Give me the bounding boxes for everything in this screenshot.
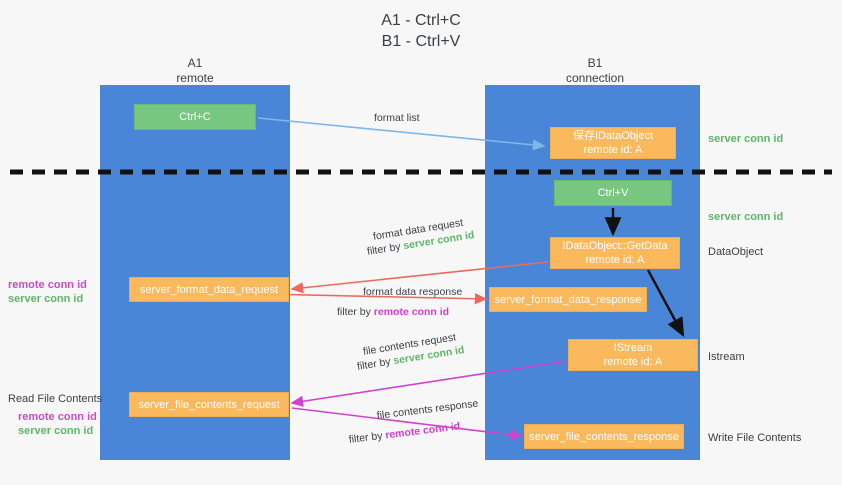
node-istream-label: IStream (613, 342, 653, 354)
node-save-idataobject[interactable]: 保存IDataObject remote id: A (550, 127, 676, 159)
node-istream-sub: remote id: A (603, 356, 663, 368)
annotation-server-conn-id-mid: server conn id (708, 211, 784, 223)
filter-value-remote-conn-id: remote conn id (373, 306, 450, 318)
arrow-format-data-request (290, 261, 549, 294)
annotation-server-conn-id-top: server conn id (708, 133, 784, 145)
node-server-format-data-response-label: server_format_data_response (494, 293, 642, 306)
lane-header-b1: B1 connection (515, 56, 675, 86)
annotation-read-file-contents: Read File Contents (8, 393, 103, 405)
edge-label-format-list: format list (374, 112, 420, 124)
lane-a1-name: A1 (187, 56, 203, 70)
annotation-istream: Istream (708, 351, 745, 363)
arrow-format-list (257, 117, 546, 151)
arrow-file-contents-response (291, 407, 523, 441)
node-server-file-contents-request-label: server_file_contents_request (138, 398, 280, 411)
annotation-remote-conn-id-2: remote conn id (18, 411, 97, 423)
arrow-getdata-to-istream (646, 269, 685, 338)
node-ctrl-c-label: Ctrl+C (179, 111, 211, 123)
node-ctrl-v[interactable]: Ctrl+V (554, 180, 672, 206)
annotation-server-conn-id-1: server conn id (8, 293, 84, 305)
node-save-idataobject-label: 保存IDataObject (572, 130, 654, 142)
node-server-file-contents-request[interactable]: server_file_contents_request (129, 392, 289, 417)
node-server-file-contents-response-label: server_file_contents_response (529, 430, 679, 443)
lane-a1-subtitle: remote (176, 71, 214, 85)
annotation-server-conn-id-2: server conn id (18, 425, 94, 437)
arrow-file-contents-request (290, 360, 567, 407)
lane-b1-subtitle: connection (565, 71, 625, 85)
node-ctrl-c[interactable]: Ctrl+C (134, 104, 256, 130)
node-server-format-data-request-label: server_format_data_request (139, 283, 279, 296)
node-save-idataobject-sub: remote id: A (583, 144, 643, 156)
title-line-1: A1 - Ctrl+C (381, 12, 461, 29)
node-ctrl-v-label: Ctrl+V (597, 187, 629, 199)
node-server-file-contents-response[interactable]: server_file_contents_response (524, 424, 684, 449)
node-getdata-sub: remote id: A (585, 254, 645, 266)
annotation-remote-conn-id-1: remote conn id (8, 279, 87, 291)
lane-b1-name: B1 (587, 56, 603, 70)
diagram-title: A1 - Ctrl+C B1 - Ctrl+V (0, 10, 842, 52)
node-idataobject-getdata[interactable]: IDataObject::GetData remote id: A (550, 237, 680, 269)
node-istream[interactable]: IStream remote id: A (568, 339, 698, 371)
title-line-2: B1 - Ctrl+V (381, 33, 461, 50)
node-server-format-data-response[interactable]: server_format_data_response (489, 287, 647, 312)
annotation-dataobject: DataObject (708, 246, 764, 258)
edge-label-format-data-response-filter: filter by remote conn id (337, 305, 449, 319)
node-server-format-data-request[interactable]: server_format_data_request (129, 277, 289, 302)
node-getdata-label: IDataObject::GetData (562, 240, 668, 252)
annotation-write-file-contents: Write File Contents (708, 432, 802, 444)
filter-prefix: filter by (337, 306, 374, 318)
edge-label-format-data-response: format data response (363, 286, 463, 298)
lane-header-a1: A1 remote (115, 56, 275, 86)
